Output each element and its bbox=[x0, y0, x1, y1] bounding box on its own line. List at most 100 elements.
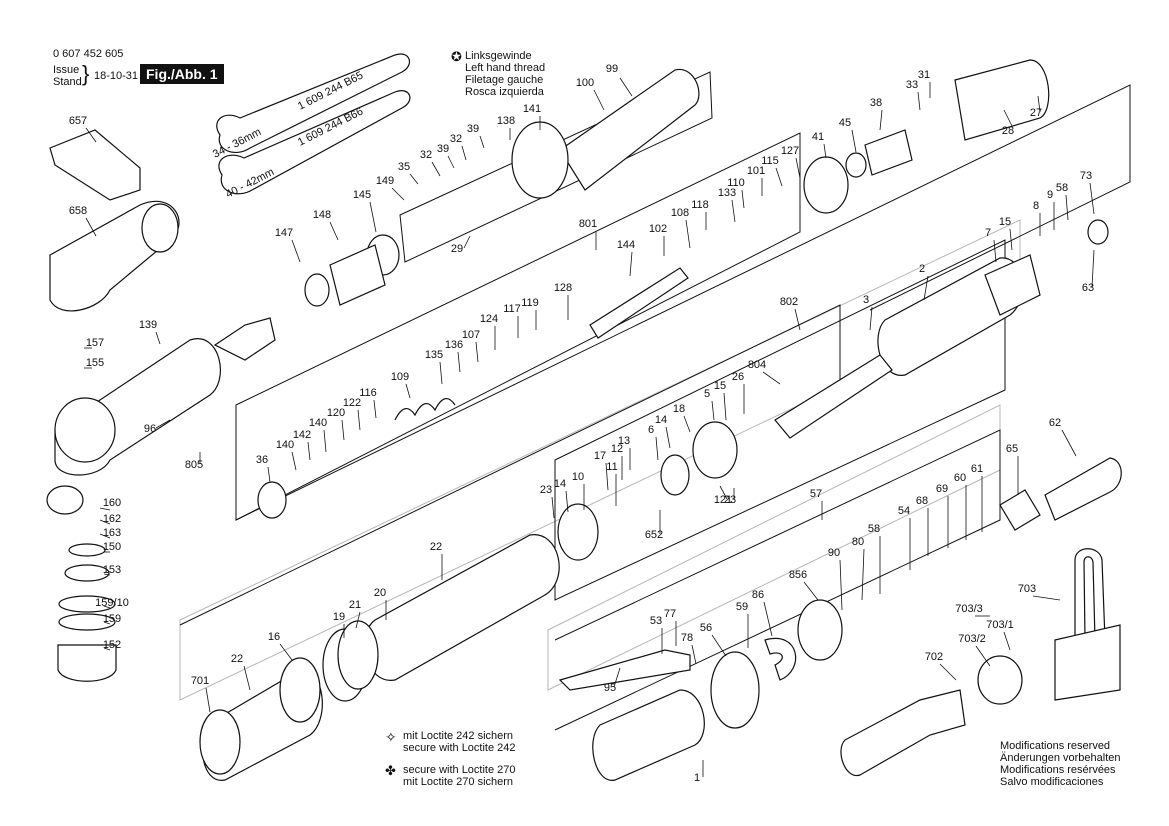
part-callout-9: 9 bbox=[1047, 189, 1053, 201]
bearing-36 bbox=[257, 481, 287, 519]
leader-line bbox=[719, 485, 728, 500]
leader-line bbox=[155, 331, 161, 345]
part-callout-36: 36 bbox=[256, 454, 268, 466]
part-callout-14: 14 bbox=[655, 414, 667, 426]
part-callout-856: 856 bbox=[789, 569, 807, 581]
part-callout-19: 19 bbox=[333, 611, 345, 623]
brace: } bbox=[82, 61, 90, 86]
part-callout-62: 62 bbox=[1049, 417, 1061, 429]
leader-line bbox=[711, 400, 715, 421]
part-callout-22: 22 bbox=[231, 653, 243, 665]
bearing-14 bbox=[660, 454, 690, 496]
part-callout-102: 102 bbox=[649, 223, 667, 235]
part-callout-147: 147 bbox=[275, 227, 293, 239]
leader-line bbox=[551, 496, 555, 519]
leader-line bbox=[447, 155, 455, 169]
part-callout-90: 90 bbox=[828, 547, 840, 559]
bevel-gear-shaft bbox=[213, 317, 276, 361]
part-callout-701: 701 bbox=[191, 675, 209, 687]
leader-line bbox=[565, 490, 569, 513]
part-callout-6: 6 bbox=[648, 424, 654, 436]
part-callout-117: 117 bbox=[503, 303, 521, 315]
part-callout-22: 22 bbox=[430, 541, 442, 553]
part-callout-56: 56 bbox=[700, 622, 712, 634]
part-callout-78: 78 bbox=[681, 632, 693, 644]
loctite-270-note: ✤ secure with Loctite 270 mit Loctite 27… bbox=[385, 764, 516, 788]
part-callout-110: 110 bbox=[727, 177, 745, 189]
bevel-gear-left bbox=[46, 485, 84, 515]
end-plate-6 bbox=[692, 421, 738, 479]
part-callout-133: 133 bbox=[718, 187, 736, 199]
note-line: secure with Loctite 242 bbox=[403, 742, 516, 754]
leader-line bbox=[1089, 182, 1095, 215]
leader-line bbox=[205, 687, 211, 713]
part-callout-32: 32 bbox=[450, 133, 462, 145]
leader-line bbox=[279, 643, 293, 661]
leader-line bbox=[103, 573, 111, 576]
wrench-b66 bbox=[218, 90, 411, 195]
part-callout-26: 26 bbox=[732, 371, 744, 383]
leader-line bbox=[439, 361, 443, 385]
part-callout-121: 121 bbox=[714, 494, 732, 506]
part-callout-57: 57 bbox=[810, 488, 822, 500]
stand-label: Stand bbox=[53, 76, 82, 88]
leader-line bbox=[99, 533, 111, 539]
leader-line bbox=[839, 559, 843, 611]
hanger-701-clamp bbox=[1054, 624, 1121, 701]
part-callout-138: 138 bbox=[497, 115, 515, 127]
part-callout-159-10: 159/10 bbox=[95, 597, 129, 609]
part-callout-141: 141 bbox=[523, 103, 541, 115]
sleeve-148 bbox=[329, 244, 386, 306]
leader-line bbox=[763, 601, 773, 637]
leader-line bbox=[741, 189, 745, 209]
loctite-242-icon: ✧ bbox=[385, 729, 397, 745]
leader-line bbox=[307, 441, 311, 461]
part-callout-69: 69 bbox=[936, 483, 948, 495]
part-callout-1: 1 bbox=[694, 772, 700, 784]
leader-line bbox=[993, 239, 997, 263]
part-callout-108: 108 bbox=[671, 207, 689, 219]
part-callout-12: 12 bbox=[611, 443, 623, 455]
part-callout-32: 32 bbox=[420, 149, 432, 161]
carrier-38 bbox=[864, 129, 913, 176]
leader-line bbox=[479, 135, 485, 149]
part-callout-31: 31 bbox=[918, 69, 930, 81]
figure-title: Fig./Abb. 1 bbox=[140, 64, 224, 84]
part-callout-155: 155 bbox=[86, 357, 104, 369]
ring-90 bbox=[797, 599, 843, 661]
leader-line bbox=[762, 371, 781, 385]
spring-109 bbox=[394, 398, 456, 421]
leader-line bbox=[665, 426, 671, 449]
o-ring-59 bbox=[710, 651, 760, 729]
part-callout-45: 45 bbox=[839, 117, 851, 129]
part-callout-18: 18 bbox=[673, 403, 685, 415]
thread-legend: ✪ Linksgewinde Left hand thread Filetage… bbox=[451, 50, 545, 98]
part-callout-152: 152 bbox=[103, 639, 121, 651]
part-callout-801: 801 bbox=[579, 218, 597, 230]
part-callout-119: 119 bbox=[521, 297, 539, 309]
leader-line bbox=[405, 383, 411, 399]
part-callout-13: 13 bbox=[618, 435, 630, 447]
part-callout-107: 107 bbox=[462, 329, 480, 341]
part-callout-159: 159 bbox=[103, 613, 121, 625]
leader-line bbox=[923, 275, 929, 301]
note-line: Modifications reserved bbox=[1000, 740, 1111, 752]
part-callout-120: 120 bbox=[327, 407, 345, 419]
leader-line bbox=[685, 219, 691, 249]
part-callout-2: 2 bbox=[919, 263, 925, 275]
part-callout-86: 86 bbox=[752, 589, 764, 601]
part-callout-658: 658 bbox=[69, 205, 87, 217]
part-callout-139: 139 bbox=[139, 319, 157, 331]
part-callout-77: 77 bbox=[664, 608, 676, 620]
leader-line bbox=[939, 663, 957, 681]
part-callout-703-3: 703/3 bbox=[955, 603, 983, 615]
part-callout-149: 149 bbox=[376, 175, 394, 187]
part-callout-80: 80 bbox=[852, 536, 864, 548]
part-callout-140: 140 bbox=[309, 417, 327, 429]
part-callout-27: 27 bbox=[1030, 107, 1042, 119]
part-callout-162: 162 bbox=[103, 513, 121, 525]
bushing-147 bbox=[304, 273, 330, 307]
modifications-note: Modifications reserved Änderungen vorbeh… bbox=[1000, 740, 1120, 788]
part-callout-35: 35 bbox=[398, 161, 410, 173]
